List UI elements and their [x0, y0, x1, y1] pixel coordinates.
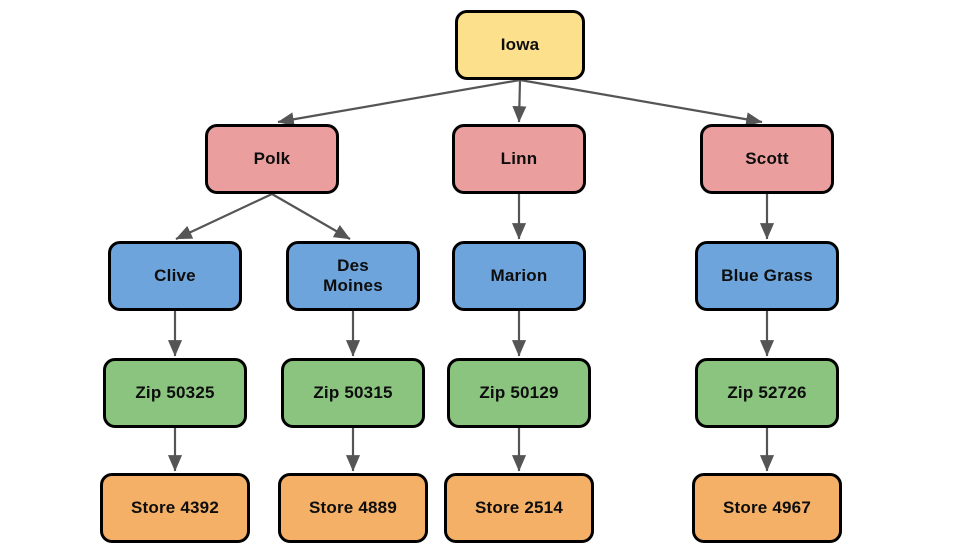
node-label-iowa: Iowa: [500, 35, 540, 55]
node-marion[interactable]: Marion: [452, 241, 586, 311]
node-blue-grass[interactable]: Blue Grass: [695, 241, 839, 311]
node-label-marion: Marion: [490, 266, 548, 286]
edge-polk-to-clive: [175, 193, 273, 240]
node-label-des-moines: Des Moines: [323, 256, 383, 295]
node-scott[interactable]: Scott: [700, 124, 834, 194]
node-zip-52726[interactable]: Zip 52726: [695, 358, 839, 428]
edge-polk-to-des-moines: [271, 193, 351, 240]
node-label-polk: Polk: [253, 149, 291, 169]
node-label-zip-50129: Zip 50129: [479, 383, 559, 403]
node-label-store-2514: Store 2514: [475, 498, 563, 518]
node-zip-50315[interactable]: Zip 50315: [281, 358, 425, 428]
node-clive[interactable]: Clive: [108, 241, 242, 311]
node-iowa[interactable]: Iowa: [455, 10, 585, 80]
node-label-zip-50315: Zip 50315: [313, 383, 393, 403]
edge-iowa-to-linn: [512, 79, 527, 123]
edge-iowa-to-polk: [277, 78, 521, 127]
node-label-store-4392: Store 4392: [131, 498, 219, 518]
node-label-store-4967: Store 4967: [723, 498, 811, 518]
node-label-clive: Clive: [154, 266, 196, 286]
node-store-2514[interactable]: Store 2514: [444, 473, 594, 543]
node-label-zip-52726: Zip 52726: [727, 383, 807, 403]
node-linn[interactable]: Linn: [452, 124, 586, 194]
node-label-store-4889: Store 4889: [309, 498, 397, 518]
node-label-linn: Linn: [500, 149, 538, 169]
node-label-scott: Scott: [745, 149, 789, 169]
node-polk[interactable]: Polk: [205, 124, 339, 194]
edge-iowa-to-scott: [519, 78, 763, 127]
node-store-4889[interactable]: Store 4889: [278, 473, 428, 543]
node-zip-50325[interactable]: Zip 50325: [103, 358, 247, 428]
node-label-zip-50325: Zip 50325: [135, 383, 215, 403]
node-store-4392[interactable]: Store 4392: [100, 473, 250, 543]
node-des-moines[interactable]: Des Moines: [286, 241, 420, 311]
node-label-blue-grass: Blue Grass: [721, 266, 813, 286]
node-store-4967[interactable]: Store 4967: [692, 473, 842, 543]
node-zip-50129[interactable]: Zip 50129: [447, 358, 591, 428]
